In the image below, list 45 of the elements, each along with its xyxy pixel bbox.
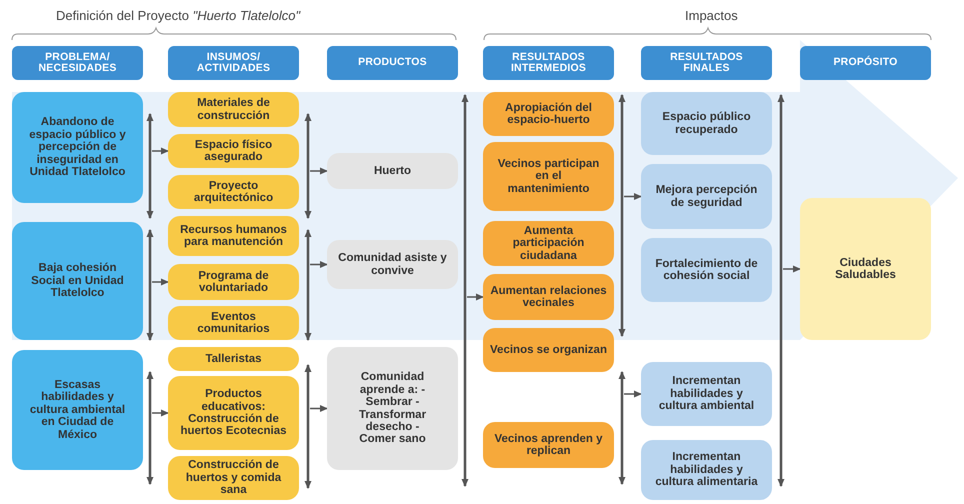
- column-header: RESULTADOS FINALES: [641, 46, 772, 80]
- text-box: Huerto: [327, 153, 458, 189]
- section-heading: Definición del Proyecto "Huerto Tlatelolco": [56, 8, 300, 23]
- arrow: [310, 168, 328, 174]
- column-header: PROPÓSITO: [800, 46, 931, 80]
- column-header: PROBLEMA/ NECESIDADES: [12, 46, 143, 80]
- text-box: Incrementan habilidades y cultura alimentaria: [641, 440, 772, 500]
- arrow: [624, 193, 642, 200]
- arrow: [152, 148, 169, 154]
- column-header: PRODUCTOS: [327, 46, 458, 80]
- text-box: Construcción de huertos y comida sana: [168, 456, 299, 500]
- text-box: Espacio público recuperado: [641, 92, 772, 155]
- text-box: Apropiación del espacio-huerto: [483, 92, 614, 136]
- text-box: Baja cohesión Social en Unidad Tlatelolco: [12, 222, 143, 340]
- text-box: Productos educativos: Construcción de huertos Ecotecnias: [168, 376, 299, 450]
- text-box: Recursos humanos para manutención: [168, 216, 299, 256]
- arrow: [624, 390, 642, 398]
- text-box: Mejora percepción de seguridad: [641, 164, 772, 229]
- arrow: [310, 261, 328, 268]
- text-box: Proyecto arquitectónico: [168, 175, 299, 209]
- text-box: Ciudades Saludables: [800, 198, 931, 340]
- arrow: [152, 410, 169, 416]
- text-box: Aumentan relaciones vecinales: [483, 274, 614, 320]
- text-box: Eventos comunitarios: [168, 306, 299, 340]
- text-box: Comunidad aprende a: -Sembrar -Transformar desecho -Comer sano: [327, 347, 458, 470]
- text-box: Vecinos aprenden y replican: [483, 422, 614, 468]
- text-box: Programa de voluntariado: [168, 264, 299, 300]
- text-box: Materiales de construcción: [168, 92, 299, 127]
- text-box: Vecinos se organizan: [483, 328, 614, 372]
- text-box: Abandono de espacio público y percepción de inseguridad en Unidad Tlatelolco: [12, 92, 143, 203]
- text-box: Fortalecimiento de cohesión social: [641, 238, 772, 302]
- text-box: Talleristas: [168, 347, 299, 371]
- column-header: RESULTADOS INTERMEDIOS: [483, 46, 614, 80]
- arrow: [783, 266, 801, 272]
- text-box: Vecinos participan en el mantenimiento: [483, 142, 614, 211]
- text-box: Escasas habilidades y cultura ambiental en Ciudad de México: [12, 350, 143, 470]
- column-header: INSUMOS/ ACTIVIDADES: [168, 46, 299, 80]
- text-box: Incrementan habilidades y cultura ambiental: [641, 362, 772, 426]
- text-box: Aumenta participación ciudadana: [483, 221, 614, 266]
- arrow: [467, 294, 484, 300]
- arrow: [152, 278, 169, 286]
- text-box: Espacio físico asegurado: [168, 134, 299, 168]
- section-heading: Impactos: [685, 8, 738, 23]
- text-box: Comunidad asiste y convive: [327, 240, 458, 289]
- arrow: [310, 405, 328, 412]
